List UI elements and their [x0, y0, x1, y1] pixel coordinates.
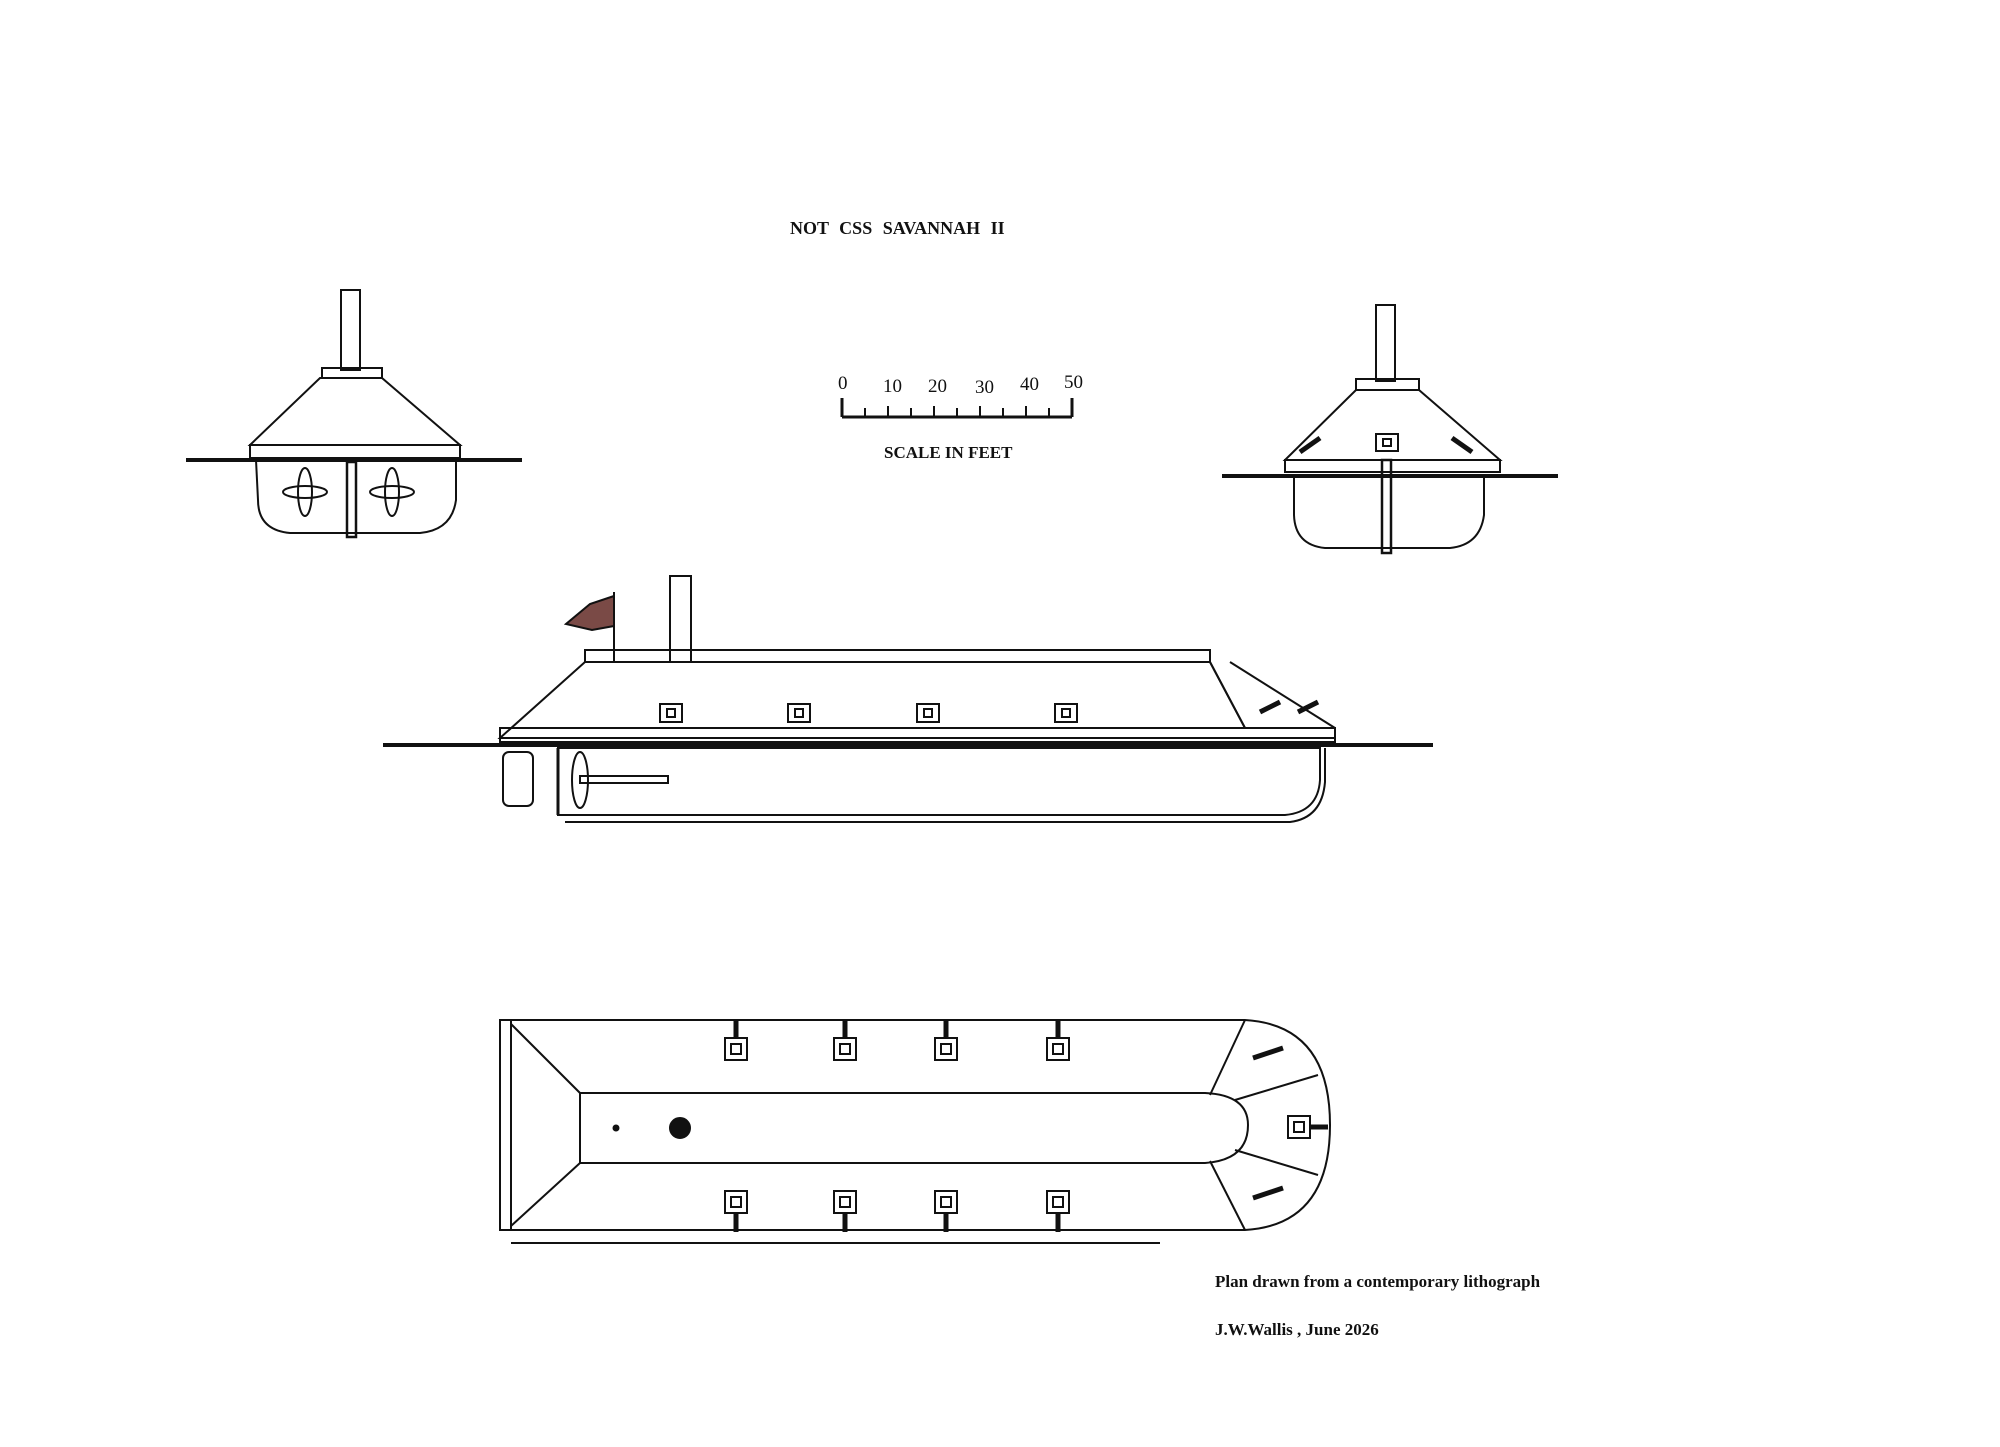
scale-bar [840, 398, 1074, 419]
plan-view [499, 1019, 1332, 1244]
drawing-credit: J.W.Wallis , June 2026 [1215, 1320, 1379, 1339]
scale-tick-label: 40 [1020, 374, 1039, 395]
scale-label: SCALE IN FEET [884, 443, 1013, 462]
drawing-note: Plan drawn from a contemporary lithograp… [1215, 1272, 1541, 1291]
drawing-title: NOT CSS SAVANNAH II [790, 218, 1005, 238]
stern-view [186, 289, 522, 539]
scale-tick-label: 50 [1064, 372, 1083, 393]
scale-tick-label: 20 [928, 376, 947, 397]
bow-view [1222, 304, 1558, 555]
scale-tick-label: 0 [838, 373, 848, 394]
scale-tick-label: 30 [975, 377, 994, 398]
scale-tick-label: 10 [883, 376, 902, 397]
side-elevation [383, 575, 1433, 823]
